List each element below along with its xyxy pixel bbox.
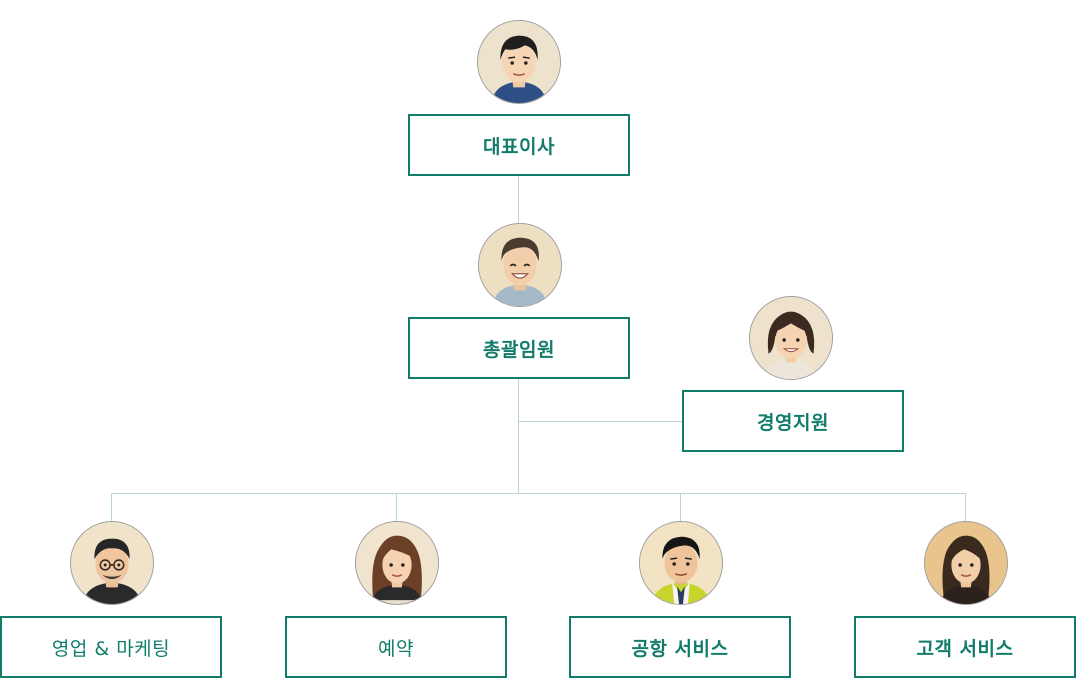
sales-marketing-portrait-icon — [70, 521, 154, 605]
ceo-box: 대표이사 — [408, 114, 630, 176]
airport-service-title: 공항 서비스 — [631, 637, 729, 660]
airport-service-box: 공항 서비스 — [569, 616, 791, 678]
support-portrait-icon — [749, 296, 833, 380]
ceo-title: 대표이사 — [483, 135, 555, 158]
executive-title: 총괄임원 — [483, 338, 555, 361]
connector-ceo-executive — [518, 175, 519, 223]
customer-service-box: 고객 서비스 — [854, 616, 1076, 678]
reservation-portrait-icon — [355, 521, 439, 605]
connector-drop-reservation — [396, 493, 397, 521]
connector-drop-sales — [111, 493, 112, 521]
connector-drop-airport — [680, 493, 681, 521]
ceo-portrait-icon — [477, 20, 561, 104]
connector-executive-trunk — [518, 378, 519, 493]
sales-marketing-box: 영업 & 마케팅 — [0, 616, 222, 678]
support-title: 경영지원 — [757, 411, 829, 434]
support-box: 경영지원 — [682, 390, 904, 452]
customer-service-portrait-icon — [924, 521, 1008, 605]
connector-departments-bus — [111, 493, 966, 494]
reservation-title: 예약 — [378, 637, 414, 660]
connector-support-branch — [519, 421, 683, 422]
airport-service-portrait-icon — [639, 521, 723, 605]
sales-marketing-title: 영업 & 마케팅 — [51, 637, 171, 660]
executive-portrait-icon — [478, 223, 562, 307]
reservation-box: 예약 — [285, 616, 507, 678]
connector-drop-customer — [965, 493, 966, 521]
customer-service-title: 고객 서비스 — [916, 637, 1014, 660]
executive-box: 총괄임원 — [408, 317, 630, 379]
